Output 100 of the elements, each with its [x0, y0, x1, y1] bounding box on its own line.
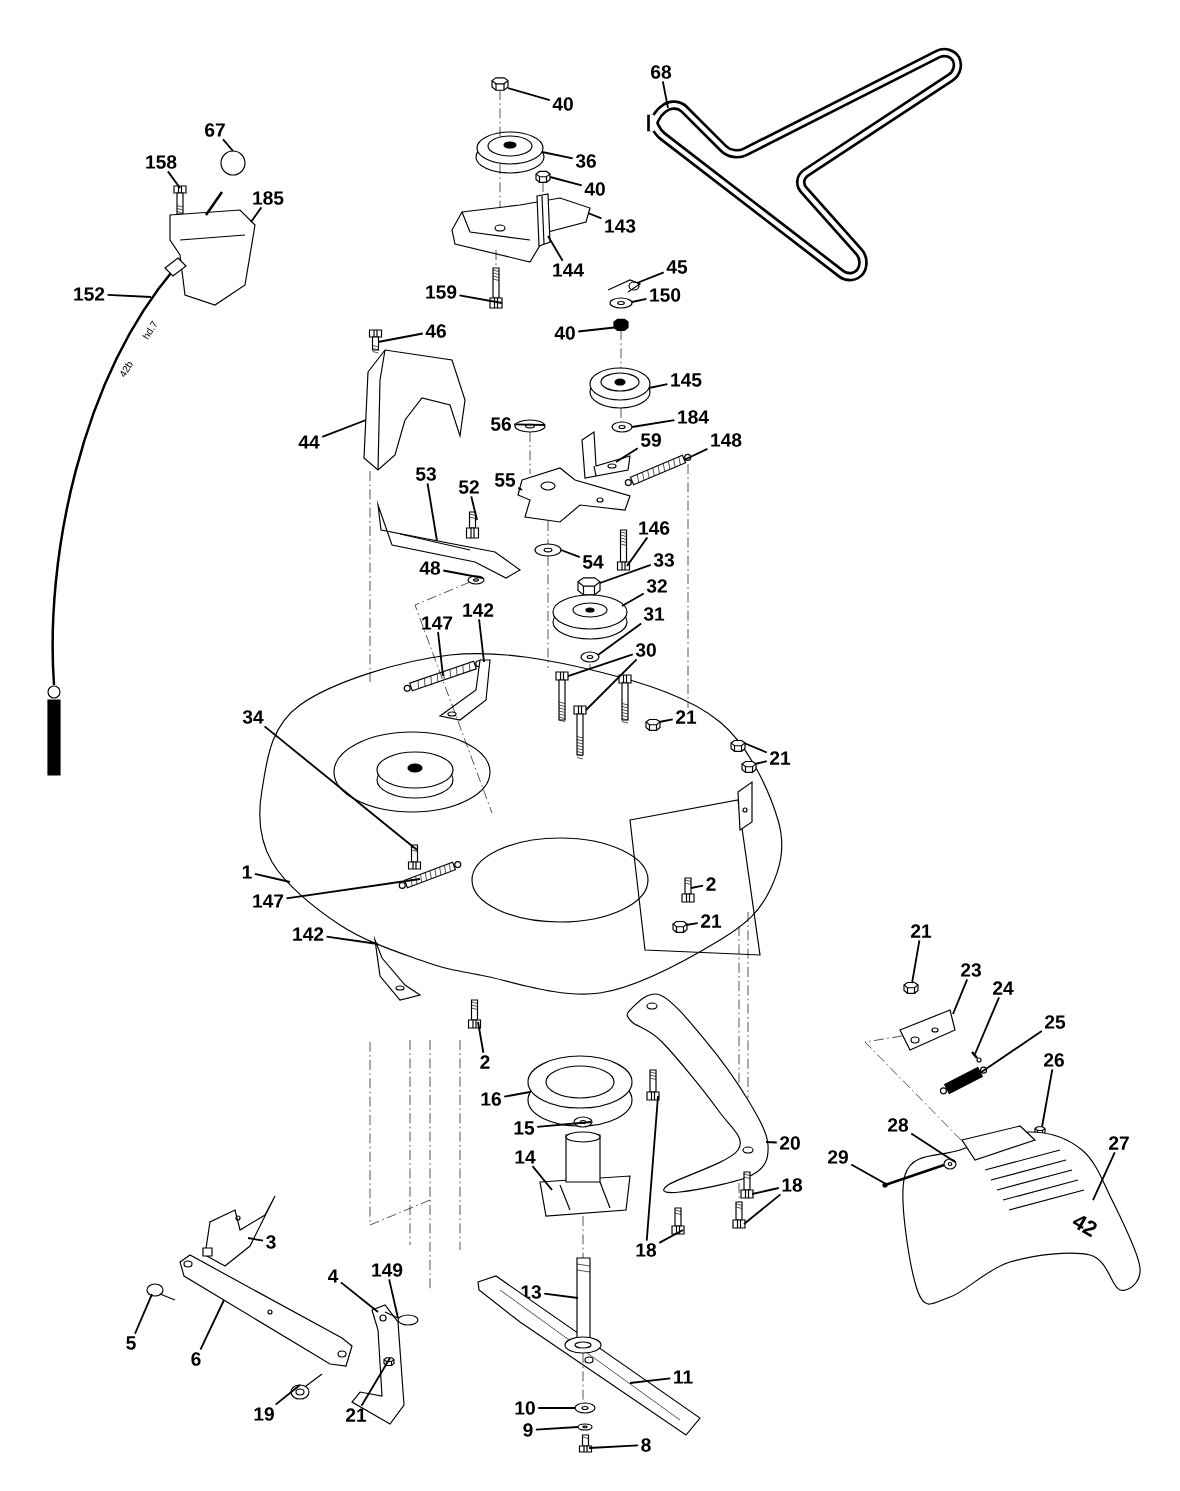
leader-line: [648, 383, 669, 389]
leader-line: [615, 447, 639, 463]
callout-number: 31: [643, 607, 665, 621]
callout-number: 8: [641, 1438, 651, 1452]
nut: [577, 577, 601, 596]
callout-number: 1: [242, 865, 252, 879]
callout-number: 142: [463, 603, 494, 617]
leader-line: [507, 87, 551, 102]
callout-number: 147: [422, 616, 453, 630]
callout-number: 10: [515, 1401, 535, 1415]
callout-number: 149: [372, 1263, 403, 1277]
leader-line: [222, 138, 234, 152]
leader-line: [531, 1165, 553, 1191]
washer: [609, 297, 633, 309]
bolt: [740, 1171, 754, 1199]
callout-number: 16: [481, 1092, 501, 1106]
leader-line: [513, 423, 546, 426]
leader-line: [274, 1384, 301, 1406]
leader-line: [1092, 1151, 1116, 1201]
callout-number: 4: [327, 1269, 339, 1283]
bracket: [202, 1195, 276, 1267]
bracket: [899, 1009, 956, 1051]
leader-line: [567, 653, 634, 677]
callout-number: 147: [253, 894, 284, 908]
spring: [939, 1066, 988, 1095]
leader-line: [850, 1163, 887, 1185]
callout-number: 32: [646, 579, 667, 593]
leader-line: [621, 592, 645, 607]
callout-number: 55: [494, 473, 516, 487]
callout-number: 30: [635, 643, 656, 657]
leader-line: [470, 495, 478, 521]
callout-number: 29: [828, 1150, 848, 1164]
callout-number: 56: [490, 417, 511, 431]
decal-text: 42b: [120, 362, 133, 377]
leader-line: [626, 536, 649, 567]
leader-line: [517, 486, 523, 491]
leader-line: [199, 1299, 225, 1351]
center-line: [747, 911, 749, 1099]
leader-line: [437, 631, 444, 677]
leader-line: [340, 1281, 379, 1313]
washer: [574, 1402, 596, 1414]
bolt: [671, 1207, 685, 1235]
callout-number: 52: [458, 480, 479, 494]
leader-line: [599, 563, 652, 584]
pulley: [589, 367, 651, 409]
leader-line: [560, 549, 581, 558]
leader-line: [477, 1021, 485, 1054]
callout-number: 24: [993, 981, 1014, 995]
callout-number: 14: [515, 1150, 536, 1164]
callout-number: 143: [605, 219, 636, 233]
nut: [491, 77, 509, 91]
callout-number: 28: [888, 1118, 909, 1132]
leader-line: [547, 235, 564, 262]
leader-line: [325, 935, 379, 945]
leader-line: [979, 1030, 1043, 1074]
callout-number: 11: [674, 1370, 693, 1384]
leader-line: [426, 482, 438, 542]
bolt: [732, 1201, 746, 1229]
callout-number: 21: [346, 1408, 367, 1422]
leader-line: [743, 742, 768, 754]
bracket: [451, 197, 591, 263]
spindle-shaft: [564, 1257, 602, 1354]
leader-line: [543, 1292, 579, 1299]
bolt: [489, 267, 503, 309]
washer: [534, 543, 562, 557]
leader-line: [577, 325, 629, 333]
decal-text: 42: [1072, 1215, 1097, 1238]
callout-number: 142: [293, 927, 324, 941]
washer: [467, 575, 485, 585]
leader-line: [631, 419, 676, 428]
callout-number: 159: [426, 285, 457, 299]
callout-number: 23: [961, 963, 981, 977]
callout-number: 27: [1109, 1136, 1129, 1150]
bolt: [646, 1069, 660, 1101]
washer: [611, 421, 633, 433]
leader-line: [685, 922, 699, 926]
leader-line: [285, 878, 421, 900]
center-line: [499, 163, 501, 209]
callout-number: 148: [711, 433, 742, 447]
callout-number: 68: [651, 65, 672, 79]
callout-number: 18: [782, 1178, 803, 1192]
leader-line: [658, 718, 674, 723]
leader-line: [636, 271, 665, 284]
leader-line: [541, 151, 574, 160]
hairpin-clip: [384, 1311, 419, 1326]
leader-line: [754, 760, 768, 765]
center-line: [582, 1215, 584, 1259]
leader-line: [388, 1278, 399, 1319]
leader-line: [658, 1229, 684, 1244]
leader-line: [503, 1091, 531, 1098]
leader-line: [910, 1132, 956, 1163]
center-line: [620, 407, 622, 423]
leader-line: [458, 294, 503, 304]
leader-line: [645, 1095, 659, 1242]
center-line: [499, 89, 501, 140]
idler-arm: [517, 467, 631, 523]
callout-number: 150: [650, 288, 681, 302]
callout-number: 34: [242, 710, 264, 724]
callout-number: 67: [205, 123, 225, 137]
callout-number: 144: [553, 263, 584, 277]
